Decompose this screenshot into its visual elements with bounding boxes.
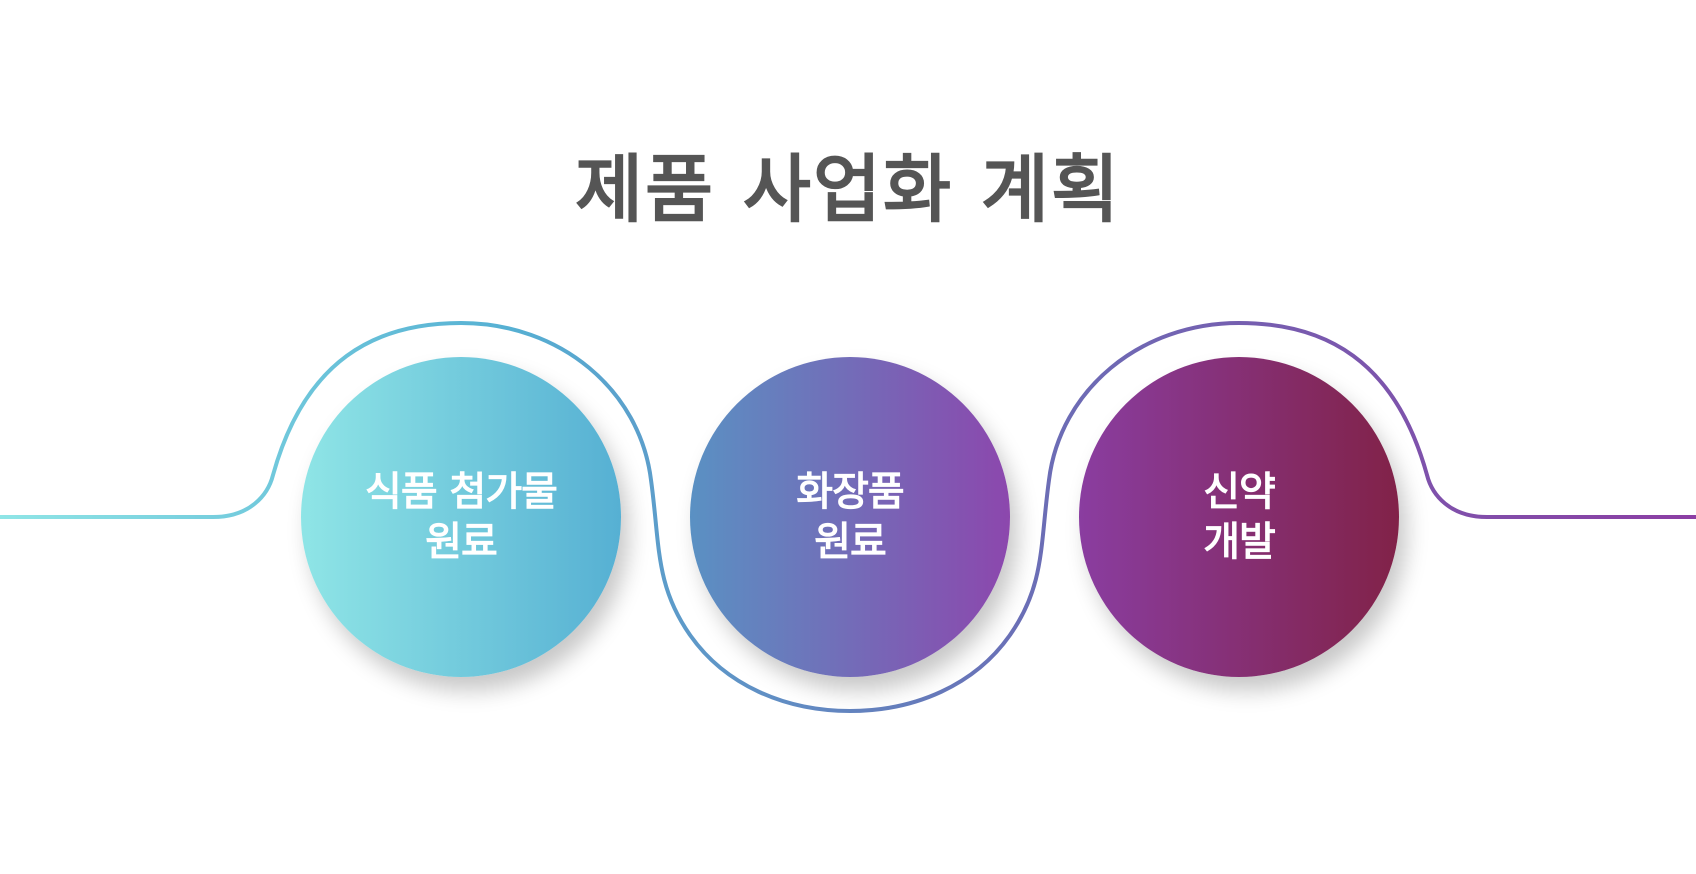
step-label-line1: 신약 — [1203, 469, 1276, 515]
page-title: 제품 사업화 계획 — [574, 147, 1122, 233]
step-label-line2: 원료 — [425, 519, 498, 565]
step-circle-new-drug: 신약 개발 — [1079, 357, 1399, 677]
step-label-line1: 화장품 — [796, 469, 904, 515]
step-circle-cosmetics: 화장품 원료 — [690, 357, 1010, 677]
step-label-line1: 식품 첨가물 — [365, 469, 558, 515]
step-label: 신약 개발 — [1203, 467, 1276, 567]
step-label-line2: 개발 — [1203, 519, 1276, 565]
step-label: 화장품 원료 — [796, 467, 904, 567]
step-label-line2: 원료 — [814, 519, 887, 565]
step-circle-food-additive: 식품 첨가물 원료 — [301, 357, 621, 677]
step-label: 식품 첨가물 원료 — [365, 467, 558, 567]
